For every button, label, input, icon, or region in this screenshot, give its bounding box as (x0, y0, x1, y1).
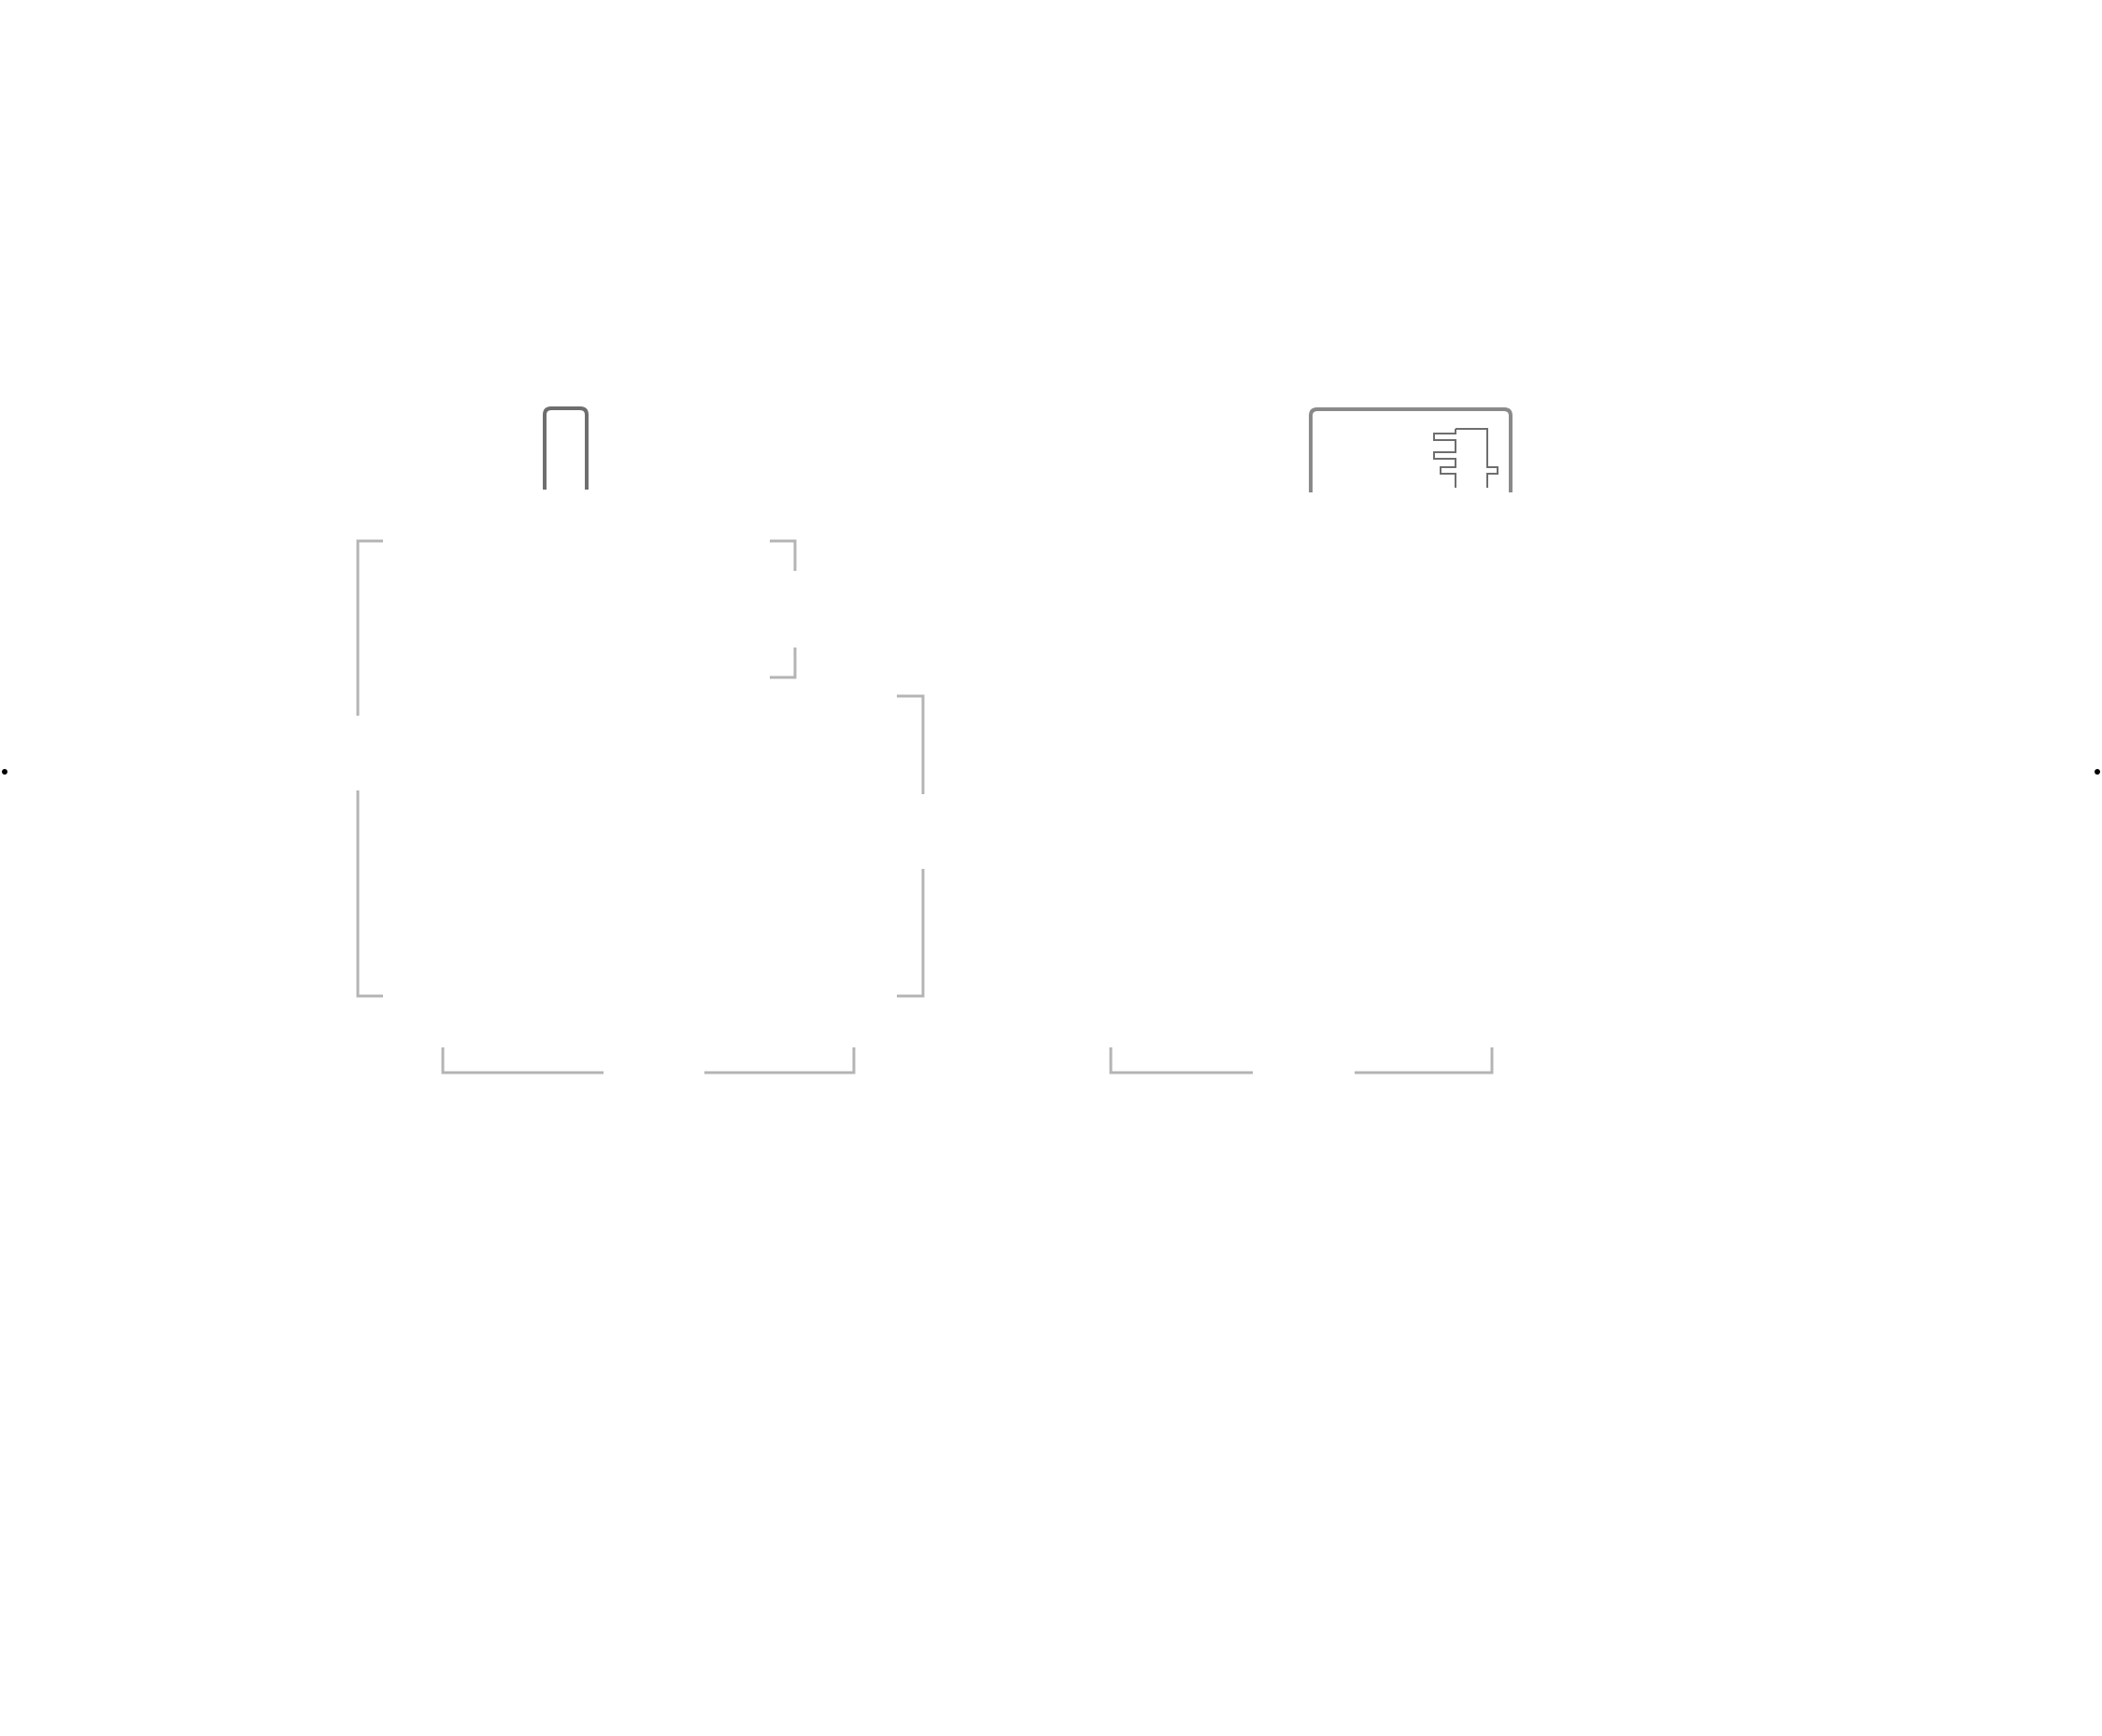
right-upper-corner (897, 694, 925, 794)
top-left-corner (356, 539, 383, 716)
left-main-bracket-frame (356, 539, 925, 1074)
bottom-left-corner (356, 790, 383, 998)
right-top-wide-frame (1309, 407, 1513, 492)
right-tray-right (1355, 1047, 1494, 1074)
right-bottom-tray (1109, 1047, 1494, 1074)
stepped-bracket-detail (1433, 428, 1498, 488)
bottom-right-corner (897, 869, 925, 998)
top-right-corner (770, 539, 797, 571)
bottom-left-tray (441, 1047, 604, 1074)
bottom-right-tray (704, 1047, 856, 1074)
left-top-narrow-frame (543, 406, 589, 490)
edge-markers (2, 769, 2100, 775)
right-tray-left (1109, 1047, 1253, 1074)
left-edge-marker (2, 769, 7, 775)
right-edge-marker (2095, 769, 2100, 775)
mid-right-corner (770, 647, 797, 679)
